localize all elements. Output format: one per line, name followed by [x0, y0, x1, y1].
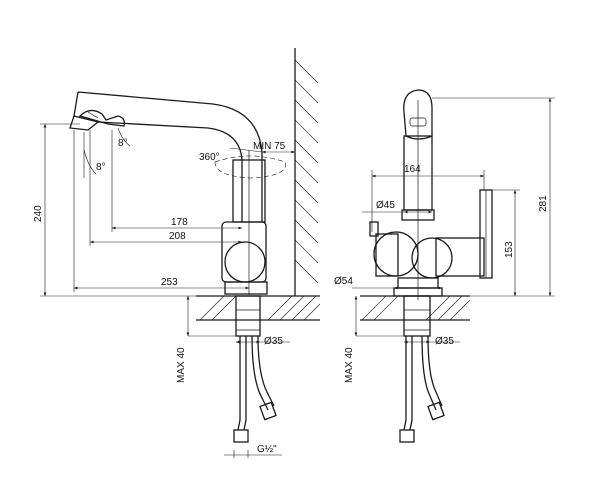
countertop-hatch-right: [361, 295, 471, 321]
dim-253-label: 253: [161, 277, 178, 288]
spout-front: [403, 89, 433, 140]
max40-left-label: MAX 40: [176, 347, 187, 383]
d35-right-label: Ø35: [435, 336, 454, 347]
wall-hatch: [294, 59, 319, 284]
cartridge-circle: [224, 241, 266, 283]
dim-d45-label: Ø45: [376, 200, 395, 211]
mounting-stud-front: [403, 295, 431, 337]
dim-164-label: 164: [404, 164, 421, 175]
thread-label: G½": [257, 444, 277, 455]
rotation-label: 360°: [199, 152, 220, 163]
supply-hose-right: [251, 335, 269, 411]
dim-d54-label: Ø54: [334, 276, 353, 287]
dim-281-label: 281: [538, 195, 549, 212]
front-view: [352, 89, 555, 443]
countertop-hatch-left: [199, 295, 321, 321]
mounting-stud: [235, 295, 261, 337]
d35-left-label: Ø35: [264, 336, 283, 347]
dim-208-label: 208: [169, 231, 186, 242]
supply-hose-left: [237, 336, 241, 431]
spout-outline: [73, 91, 263, 222]
rotation-ellipse: [214, 155, 286, 179]
max40-right-label: MAX 40: [344, 347, 355, 383]
dim-153-label: 153: [504, 241, 515, 258]
angle-top-label: 8°: [118, 138, 128, 149]
lever-handle: [78, 109, 126, 127]
aerator-tip: [69, 115, 99, 131]
mixer-body-front: [401, 209, 435, 221]
min-wall-label: MIN 75: [253, 141, 286, 152]
side-view: [40, 48, 321, 458]
angle-bottom-label: 8°: [96, 162, 106, 173]
dim-240-label: 240: [33, 205, 44, 222]
knob-left-front: [369, 221, 379, 237]
dim-178-label: 178: [171, 217, 188, 228]
